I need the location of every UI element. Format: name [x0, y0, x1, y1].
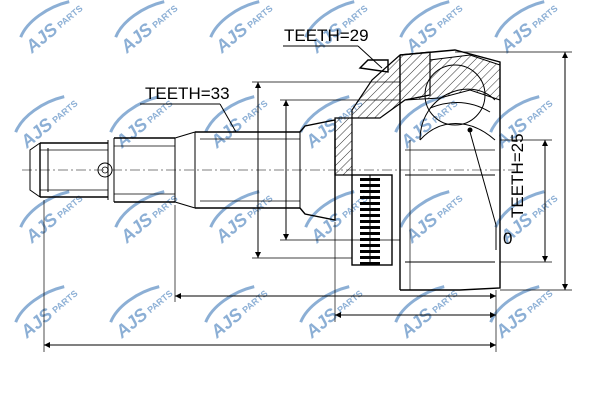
dimension-lines — [22, 45, 572, 352]
watermark-swoosh — [494, 190, 545, 228]
watermark-swoosh — [209, 190, 260, 228]
watermark-swoosh — [114, 190, 165, 228]
watermark-suffix-text: PARTS — [525, 288, 554, 315]
watermark-suffix-text: PARTS — [50, 288, 79, 315]
watermark-swoosh — [399, 0, 450, 38]
watermark-swoosh — [494, 0, 545, 38]
watermark-swoosh — [209, 0, 260, 38]
watermark-suffix-text: PARTS — [145, 288, 174, 315]
watermark-suffix-text: PARTS — [435, 193, 464, 220]
watermark-suffix-text: PARTS — [240, 288, 269, 315]
watermark-suffix-text: PARTS — [50, 98, 79, 125]
watermark-swoosh — [399, 190, 450, 228]
watermark-suffix-text: PARTS — [55, 3, 84, 30]
watermark-suffix-text: PARTS — [430, 288, 459, 315]
watermark-suffix-text: PARTS — [530, 3, 559, 30]
watermark-swoosh — [14, 95, 65, 133]
teeth-shaft-label: TEETH=33 — [145, 84, 230, 103]
abs-tone-ring — [351, 174, 393, 266]
watermark-swoosh — [14, 285, 65, 323]
teeth-outer-label: TEETH=29 — [284, 26, 369, 45]
watermark-swoosh — [304, 190, 355, 228]
ring-label: 0 — [503, 229, 512, 248]
watermark-suffix-text: PARTS — [525, 98, 554, 125]
watermark-swoosh — [489, 95, 540, 133]
watermark-swoosh — [304, 0, 355, 38]
watermark-swoosh — [299, 285, 350, 323]
teeth-inner-label: TEETH=25 — [508, 133, 527, 218]
watermark-swoosh — [204, 285, 255, 323]
watermark-suffix-text: PARTS — [240, 98, 269, 125]
watermark-suffix-text: PARTS — [245, 193, 274, 220]
watermark-suffix-text: PARTS — [245, 3, 274, 30]
watermark-swoosh — [109, 95, 160, 133]
watermark-swoosh — [114, 0, 165, 38]
watermark-swoosh — [19, 190, 70, 228]
watermark-suffix-text: PARTS — [150, 3, 179, 30]
watermark-suffix-text: PARTS — [335, 288, 364, 315]
watermark-swoosh — [109, 285, 160, 323]
joint-housing — [334, 49, 501, 291]
watermark-suffix-text: PARTS — [435, 3, 464, 30]
watermark-swoosh — [19, 0, 70, 38]
